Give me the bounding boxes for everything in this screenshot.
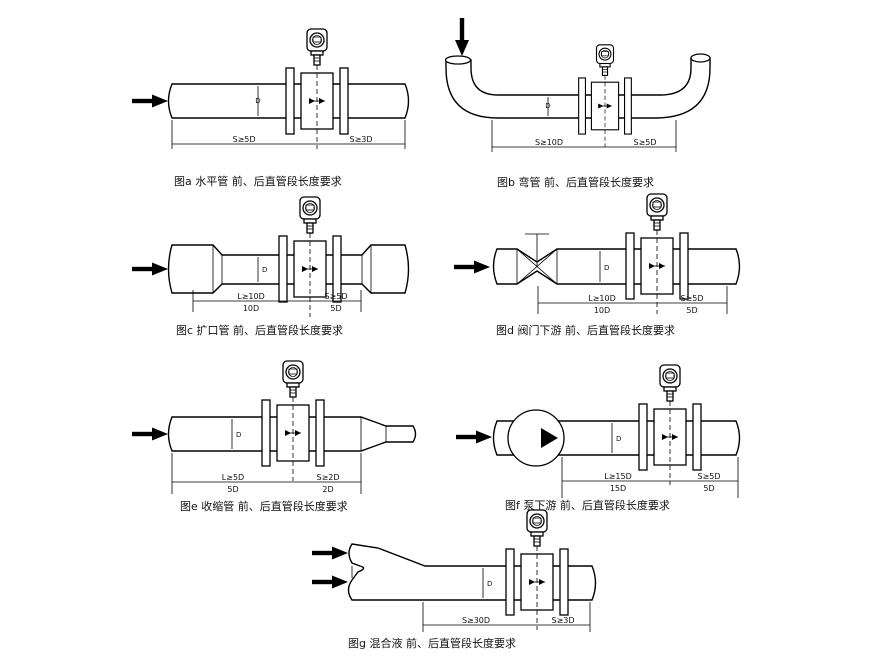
fig-a-upstream-label: S≥5D <box>232 135 255 144</box>
fig-f-downstream-sub: 5D <box>703 484 714 493</box>
flow-arrow-icon <box>454 260 490 274</box>
fig-b-upstream-label: S≥10D <box>535 138 563 147</box>
figure-b: D S≥10D S≥5D 图b 弯管 前、后直管段长度要求 <box>444 18 711 189</box>
fig-g-caption: 图g 混合液 前、后直管段长度要求 <box>348 636 516 650</box>
fig-e-downstream-sub: 2D <box>322 485 333 494</box>
fig-g-upstream-label: S≥30D <box>462 616 490 625</box>
fig-d-upstream-label: L≥10D <box>588 294 616 303</box>
pump-icon <box>507 409 565 467</box>
flow-arrow-icon <box>132 427 168 441</box>
fig-e-caption: 图e 收缩管 前、后直管段长度要求 <box>180 499 348 513</box>
figure-c: D L≥10D 10D S≥5D 5D 图c 扩口管 前、后直管段长度要求 <box>132 196 410 337</box>
fig-d-caption: 图d 阀门下游 前、后直管段长度要求 <box>496 323 675 337</box>
fig-g-downstream-label: S≥3D <box>551 616 574 625</box>
fig-d-diameter: D <box>604 264 609 272</box>
flow-arrow-icon <box>312 575 348 589</box>
fig-b-downstream-label: S≥5D <box>633 138 656 147</box>
fig-d-downstream-label: S≥5D <box>680 294 703 303</box>
figure-g: D S≥30D S≥3D 图g 混合液 前、后直管段长度要求 <box>312 509 597 650</box>
fig-e-upstream-sub: 5D <box>227 485 238 494</box>
fig-d-downstream-sub: 5D <box>686 306 697 315</box>
flow-arrow-icon <box>312 546 348 560</box>
fig-b-diameter: D <box>545 102 550 110</box>
figure-d: D L≥10D 10D S≥5D 5D 图d 阀门下游 前、后直管段长度要求 <box>454 193 741 337</box>
fig-g-diameter: D <box>487 580 492 588</box>
flow-arrow-icon <box>456 430 492 444</box>
figure-e: D L≥5D 5D S≥2D 2D 图e 收缩管 前、后直管段长度要求 <box>132 360 417 513</box>
flow-arrow-icon <box>132 94 168 108</box>
fig-f-upstream-label: L≥15D <box>604 472 632 481</box>
fig-e-diameter: D <box>236 431 241 439</box>
fig-f-upstream-sub: 15D <box>610 484 626 493</box>
fig-f-diameter: D <box>616 435 621 443</box>
fig-c-downstream-label: S≥5D <box>324 292 347 301</box>
flow-arrow-icon <box>132 262 168 276</box>
fig-e-upstream-label: L≥5D <box>222 473 244 482</box>
fig-a-diameter: D <box>255 97 260 105</box>
fig-a-caption: 图a 水平管 前、后直管段长度要求 <box>174 174 342 188</box>
figure-f: D L≥15D 15D S≥5D 5D 图f 泵下游 前、后直管段长度要求 <box>456 364 741 512</box>
fig-c-upstream-label: L≥10D <box>237 292 265 301</box>
down-arrow-icon <box>455 18 469 56</box>
fig-d-upstream-sub: 10D <box>594 306 610 315</box>
fig-c-downstream-sub: 5D <box>330 304 341 313</box>
fig-e-downstream-label: S≥2D <box>316 473 339 482</box>
fig-f-caption: 图f 泵下游 前、后直管段长度要求 <box>505 498 670 512</box>
fig-f-downstream-label: S≥5D <box>697 472 720 481</box>
fig-c-caption: 图c 扩口管 前、后直管段长度要求 <box>176 323 343 337</box>
fig-c-upstream-sub: 10D <box>243 304 259 313</box>
fig-b-caption: 图b 弯管 前、后直管段长度要求 <box>497 175 654 189</box>
fig-c-diameter: D <box>262 266 267 274</box>
figure-a: D S≥5D S≥3D 图a 水平管 前、后直管段长度要求 <box>132 28 410 188</box>
fig-a-downstream-label: S≥3D <box>349 135 372 144</box>
